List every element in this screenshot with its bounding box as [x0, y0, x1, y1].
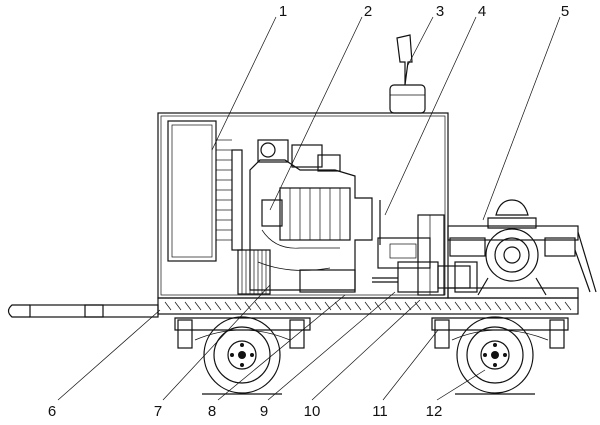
front-suspension: [174, 317, 311, 349]
callout-3: 3: [436, 3, 444, 20]
callout-4: 4: [478, 3, 486, 20]
callout-6: 6: [48, 403, 56, 420]
rear-wheel: [455, 316, 535, 395]
callout-5: 5: [561, 3, 569, 20]
radiator: [167, 120, 243, 262]
leader-lines: [57, 16, 561, 401]
coupling-shaft: [372, 261, 478, 293]
split-case-pump: [447, 199, 597, 296]
callout-1: 1: [279, 3, 287, 20]
callout-9: 9: [260, 403, 268, 420]
callout-8: 8: [208, 403, 216, 420]
exhaust-muffler: [389, 34, 426, 114]
control-panel: [377, 200, 445, 296]
rear-suspension: [431, 317, 569, 349]
diesel-engine: [237, 139, 373, 295]
enclosure-inner-edge: [160, 115, 446, 296]
callout-2: 2: [364, 3, 372, 20]
front-wheel: [202, 316, 282, 395]
callout-10: 10: [304, 403, 321, 420]
towbar: [7, 304, 159, 318]
chassis-frame: [157, 287, 579, 315]
callout-11: 11: [372, 403, 388, 420]
callout-7: 7: [154, 403, 162, 420]
callout-12: 12: [426, 403, 443, 420]
